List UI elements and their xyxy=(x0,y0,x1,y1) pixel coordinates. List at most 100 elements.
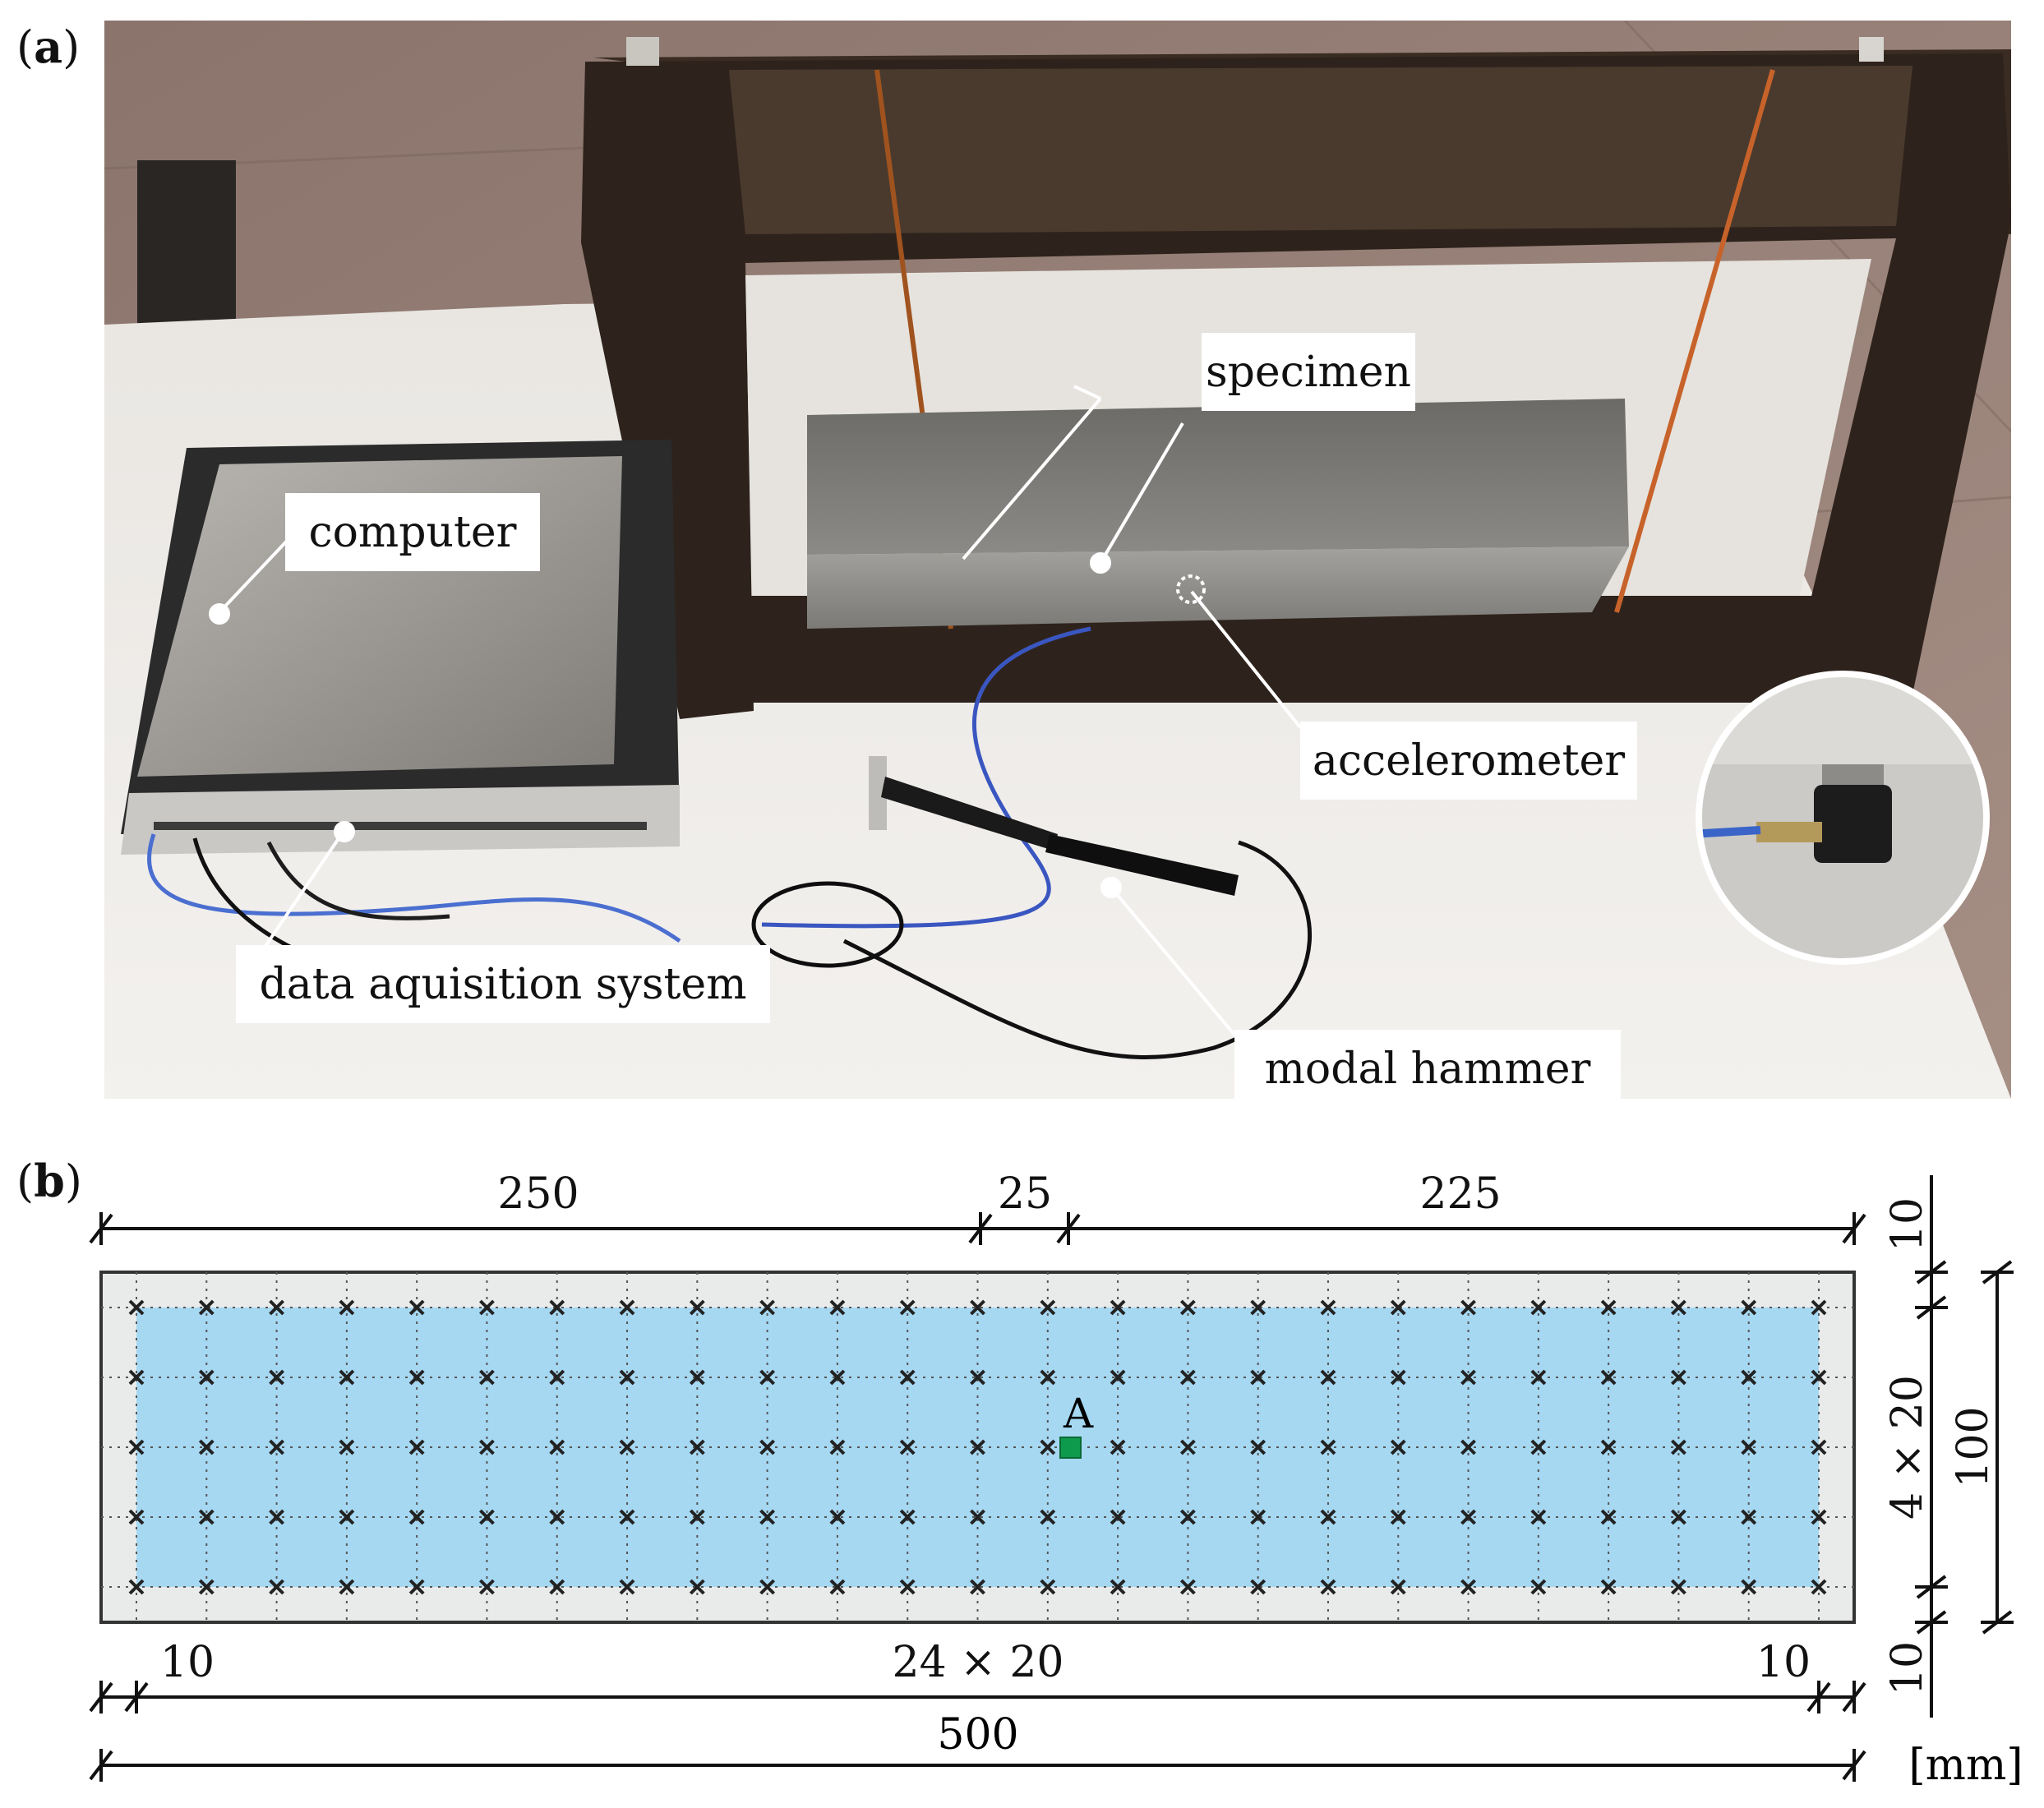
measurement-point xyxy=(1179,1299,1196,1316)
measurement-point xyxy=(1040,1299,1056,1316)
callout-modal-hammer xyxy=(1234,1030,1621,1108)
accelerometer-inset xyxy=(1696,671,1990,965)
callout-computer xyxy=(285,493,540,571)
measurement-point xyxy=(1390,1579,1406,1595)
measurement-point xyxy=(829,1299,846,1316)
measurement-point xyxy=(1671,1509,1686,1525)
measurement-point xyxy=(619,1439,635,1455)
dim-top-250: 250 xyxy=(497,1169,579,1219)
measurement-point xyxy=(1110,1579,1126,1595)
measurement-point xyxy=(970,1439,985,1455)
measurement-point xyxy=(1250,1439,1267,1455)
total-dimension xyxy=(89,1749,1866,1782)
measurement-point xyxy=(269,1299,284,1316)
modal-hammer xyxy=(869,756,1239,896)
measurement-point xyxy=(1741,1369,1757,1386)
right-dimensions xyxy=(1915,1175,2014,1718)
measurement-point xyxy=(549,1369,565,1386)
measurement-point xyxy=(1040,1579,1056,1595)
measurement-point xyxy=(479,1369,495,1386)
measurement-point xyxy=(759,1509,776,1525)
measurement-point xyxy=(829,1509,846,1525)
measurement-point xyxy=(1811,1439,1827,1455)
callout-accelerometer-text: accelerometer xyxy=(1313,736,1625,786)
measurement-point xyxy=(1250,1509,1267,1525)
measurement-point xyxy=(339,1439,355,1455)
panel-b-label: (b) xyxy=(16,1155,82,1207)
measurement-point xyxy=(1179,1509,1196,1525)
measurement-point xyxy=(1110,1439,1126,1455)
dim-right-top-10: 10 xyxy=(1883,1197,1932,1252)
measurement-point xyxy=(128,1579,145,1595)
measurement-point xyxy=(689,1579,705,1595)
measurement-point xyxy=(339,1579,355,1595)
measurement-point xyxy=(1390,1439,1406,1455)
measurement-point xyxy=(1530,1439,1547,1455)
measurement-point xyxy=(1741,1439,1757,1455)
dim-bottom-24x20: 24 × 20 xyxy=(893,1638,1064,1687)
callout-specimen xyxy=(1202,333,1415,411)
measurement-point xyxy=(408,1439,425,1455)
measurement-point xyxy=(759,1439,776,1455)
panel-a-label: (a) xyxy=(16,21,81,73)
measurement-point xyxy=(1811,1369,1827,1386)
measurement-point xyxy=(759,1579,776,1595)
measurement-point xyxy=(408,1579,425,1595)
measurement-point xyxy=(1811,1299,1827,1316)
measurement-point xyxy=(1460,1509,1476,1525)
hammer-leader xyxy=(1110,886,1240,1041)
measurement-point xyxy=(269,1439,284,1455)
measurement-point xyxy=(899,1299,916,1316)
measurement-point xyxy=(198,1439,215,1455)
measurement-point xyxy=(128,1299,145,1316)
measurement-point xyxy=(970,1299,985,1316)
measurement-point xyxy=(549,1439,565,1455)
measurement-point xyxy=(549,1509,565,1525)
measurement-point xyxy=(479,1439,495,1455)
specimen-leader xyxy=(1073,385,1101,400)
measurement-point xyxy=(619,1299,635,1316)
measurement-point xyxy=(689,1509,705,1525)
measurement-point xyxy=(970,1579,985,1595)
daq-leader xyxy=(259,828,346,955)
callout-specimen-text: specimen xyxy=(1206,348,1411,397)
measurement-grid-drawing: A 250 25 225 10 24 × 20 10 xyxy=(0,1142,2044,1805)
measurement-point xyxy=(269,1369,284,1386)
measurement-point xyxy=(1110,1299,1126,1316)
measurement-point xyxy=(689,1299,705,1316)
measurement-point xyxy=(408,1509,425,1525)
measurement-point xyxy=(1530,1369,1547,1386)
measurement-point xyxy=(1040,1369,1056,1386)
measurement-point xyxy=(1600,1369,1617,1386)
measurement-point xyxy=(198,1299,215,1316)
measurement-point xyxy=(619,1579,635,1595)
dim-total-500: 500 xyxy=(937,1710,1018,1760)
measurement-point xyxy=(1390,1299,1406,1316)
measurement-point xyxy=(269,1509,284,1525)
measurement-point xyxy=(899,1369,916,1386)
measurement-point xyxy=(1320,1579,1336,1595)
measurement-point xyxy=(1460,1369,1476,1386)
measurement-point xyxy=(970,1509,985,1525)
measurement-point xyxy=(1320,1299,1336,1316)
measurement-point xyxy=(198,1509,215,1525)
unit-label: [mm] xyxy=(1908,1741,2023,1790)
measurement-point xyxy=(899,1439,916,1455)
measurement-point xyxy=(1110,1369,1126,1386)
measurement-point xyxy=(339,1369,355,1386)
computer-leader xyxy=(218,537,291,614)
measurement-point xyxy=(689,1369,705,1386)
measurement-point xyxy=(339,1509,355,1525)
measurement-point xyxy=(1110,1509,1126,1525)
dim-bottom-left-10: 10 xyxy=(160,1638,215,1687)
point-a-marker xyxy=(1059,1437,1082,1459)
measurement-point xyxy=(1460,1439,1476,1455)
callout-data-acquisition xyxy=(236,945,770,1023)
experimental-setup-photo: specimen computer accelerometer data aqu… xyxy=(104,19,2019,1108)
measurement-point xyxy=(1460,1299,1476,1316)
top-dimension xyxy=(89,1212,1866,1245)
measurement-point xyxy=(479,1299,495,1316)
measurement-point xyxy=(1320,1369,1336,1386)
measurement-point xyxy=(1040,1439,1056,1455)
dim-bottom-right-10: 10 xyxy=(1756,1638,1811,1687)
